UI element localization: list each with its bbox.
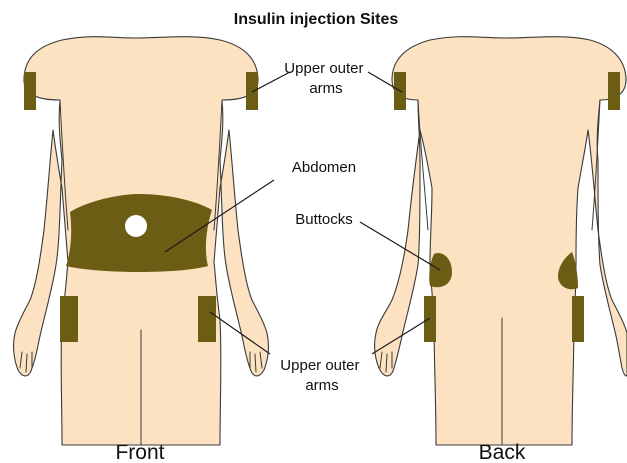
upper-arms-bottom-label-line1: Upper outer (280, 357, 359, 374)
back-view-label: Back (479, 441, 526, 463)
navel-marker (125, 215, 147, 237)
front-right-upper-arm-site (246, 72, 258, 110)
back-body-outline (375, 37, 627, 445)
front-left-upper-arm-site (24, 72, 36, 110)
front-body-figure (14, 37, 269, 445)
upper-arms-top-label-line2: arms (309, 80, 342, 97)
buttocks-label: Buttocks (295, 211, 353, 228)
upper-arms-bottom-label-line2: arms (305, 377, 338, 394)
upper-arms-top-label-line1: Upper outer (284, 60, 363, 77)
abdomen-label: Abdomen (292, 159, 356, 176)
upper-arms-top-label: Upper outer arms (284, 60, 367, 97)
front-left-thigh-site (60, 296, 78, 342)
front-view-label: Front (115, 441, 164, 463)
upper-arms-bottom-label: Upper outer arms (280, 357, 363, 394)
front-right-thigh-site (198, 296, 216, 342)
diagram-title: Insulin injection Sites (234, 11, 399, 28)
back-right-thigh-site (572, 296, 584, 342)
back-right-upper-arm-site (608, 72, 620, 110)
back-body-figure (375, 37, 627, 445)
back-left-thigh-site (424, 296, 436, 342)
